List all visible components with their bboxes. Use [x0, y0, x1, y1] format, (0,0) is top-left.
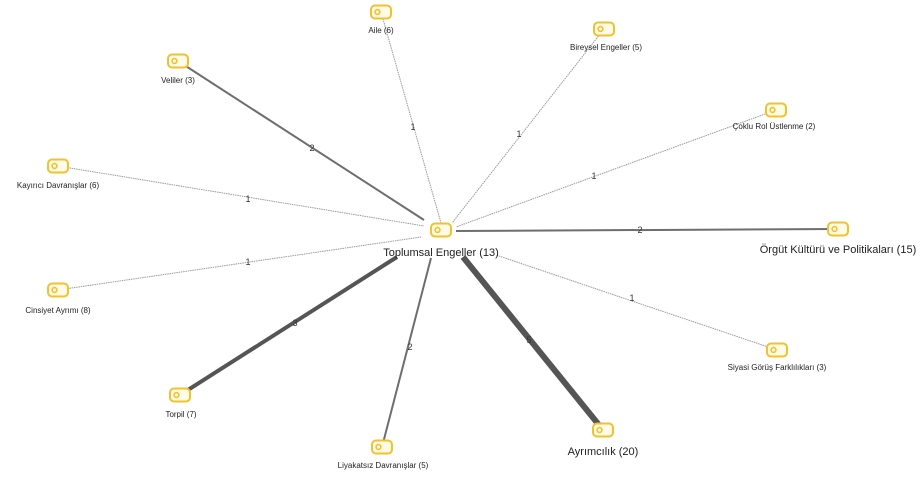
node-aile: Aile (6) — [368, 4, 394, 35]
code-tag-icon — [370, 4, 392, 20]
edge-weight-siyasi: 1 — [629, 293, 634, 303]
node-center: Toplumsal Engeller (13) — [383, 222, 499, 259]
edge-kayirici — [57, 165, 425, 227]
code-tag-icon-hole — [831, 225, 838, 233]
code-tag-icon-hole — [434, 226, 441, 234]
edge-weights-group: 1 1 1 2 1 5 2 3 1 1 2 — [245, 122, 642, 352]
code-tag-icon-hole — [770, 346, 777, 354]
code-tag-icon-body — [430, 222, 452, 238]
edge-coklu — [455, 109, 777, 228]
edges-group — [57, 11, 839, 448]
code-tag-icon — [827, 221, 849, 237]
code-tag-icon — [47, 158, 69, 174]
node-label: Cinsiyet Ayrımı (8) — [25, 306, 91, 315]
node-cinsiyet: Cinsiyet Ayrımı (8) — [25, 282, 91, 315]
edge-ayrimcilik — [460, 255, 606, 432]
node-label: Çoklu Rol Üstlenme (2) — [733, 122, 816, 131]
edge-liyakatsiz — [381, 257, 432, 448]
node-coklu: Çoklu Rol Üstlenme (2) — [733, 102, 816, 131]
code-tag-icon-body — [47, 158, 69, 174]
code-tag-icon-hole — [171, 57, 178, 65]
code-tag-icon-body — [592, 422, 614, 438]
edge-orgut — [455, 228, 839, 232]
edge-veliler — [177, 60, 425, 221]
edge-torpil — [178, 255, 399, 397]
edge-weight-bireysel: 1 — [516, 129, 521, 139]
node-label: Ayrımcılık (20) — [568, 446, 639, 458]
edge-weight-aile: 1 — [410, 122, 415, 132]
edge-siyasi — [495, 254, 778, 351]
node-label: Torpil (7) — [165, 410, 196, 419]
node-veliler: Veliler (3) — [161, 53, 195, 85]
node-label: Aile (6) — [368, 26, 394, 35]
node-label: Bireysel Engeller (5) — [570, 43, 642, 52]
code-tag-icon — [593, 21, 615, 37]
code-tag-icon — [47, 282, 69, 298]
edge-aile — [380, 11, 442, 224]
node-ayrimcilik: Ayrımcılık (20) — [568, 422, 639, 458]
code-tag-icon — [371, 439, 393, 455]
edge-weight-veliler: 2 — [309, 143, 314, 153]
code-tag-icon-body — [371, 439, 393, 455]
code-tag-icon — [765, 102, 787, 118]
node-orgut: Örgüt Kültürü ve Politikaları (15) — [760, 221, 917, 256]
edge-bireysel — [451, 28, 605, 224]
code-tag-icon-hole — [51, 286, 58, 294]
node-liyakatsiz: Liyakatsız Davranışlar (5) — [338, 439, 429, 470]
code-tag-icon-body — [167, 53, 189, 69]
edge-weight-liyakatsiz: 2 — [407, 342, 412, 352]
node-bireysel: Bireysel Engeller (5) — [570, 21, 642, 52]
node-label: Örgüt Kültürü ve Politikaları (15) — [760, 244, 917, 256]
edge-weight-ayrimcilik: 5 — [526, 335, 531, 345]
edge-weight-kayirici: 1 — [245, 194, 250, 204]
code-tag-icon — [167, 53, 189, 69]
nodes-group: Toplumsal Engeller (13) Aile (6) Bireysel … — [17, 4, 917, 470]
node-kayirici: Kayırıcı Davranışlar (6) — [17, 158, 100, 190]
code-tag-icon-hole — [597, 25, 604, 33]
code-tag-icon — [169, 387, 191, 403]
code-tag-icon-hole — [374, 8, 381, 16]
node-siyasi: Siyasi Görüş Farklılıkları (3) — [728, 342, 827, 372]
edge-cinsiyet — [57, 236, 422, 291]
code-tag-icon — [766, 342, 788, 358]
code-tag-icon-hole — [51, 162, 58, 170]
edge-weight-cinsiyet: 1 — [245, 257, 250, 267]
code-tag-icon-hole — [596, 426, 603, 434]
code-tag-icon-body — [766, 342, 788, 358]
node-label: Toplumsal Engeller (13) — [383, 247, 499, 259]
code-tag-icon-hole — [769, 106, 776, 114]
node-label: Veliler (3) — [161, 76, 195, 85]
edge-weight-torpil: 3 — [292, 318, 297, 328]
node-label: Siyasi Görüş Farklılıkları (3) — [728, 363, 827, 372]
code-tag-icon-body — [765, 102, 787, 118]
node-label: Kayırıcı Davranışlar (6) — [17, 181, 100, 190]
code-tag-icon-body — [370, 4, 392, 20]
code-tag-icon-hole — [375, 443, 382, 451]
code-tag-icon — [430, 222, 452, 238]
node-label: Liyakatsız Davranışlar (5) — [338, 461, 429, 470]
code-tag-icon — [592, 422, 614, 438]
edge-weight-coklu: 1 — [591, 171, 596, 181]
code-tag-icon-hole — [173, 391, 180, 399]
code-tag-icon-body — [827, 221, 849, 237]
node-torpil: Torpil (7) — [165, 387, 197, 419]
edge-weight-orgut: 2 — [637, 225, 642, 235]
code-tag-icon-body — [593, 21, 615, 37]
code-tag-icon-body — [47, 282, 69, 298]
code-tag-icon-body — [169, 387, 191, 403]
